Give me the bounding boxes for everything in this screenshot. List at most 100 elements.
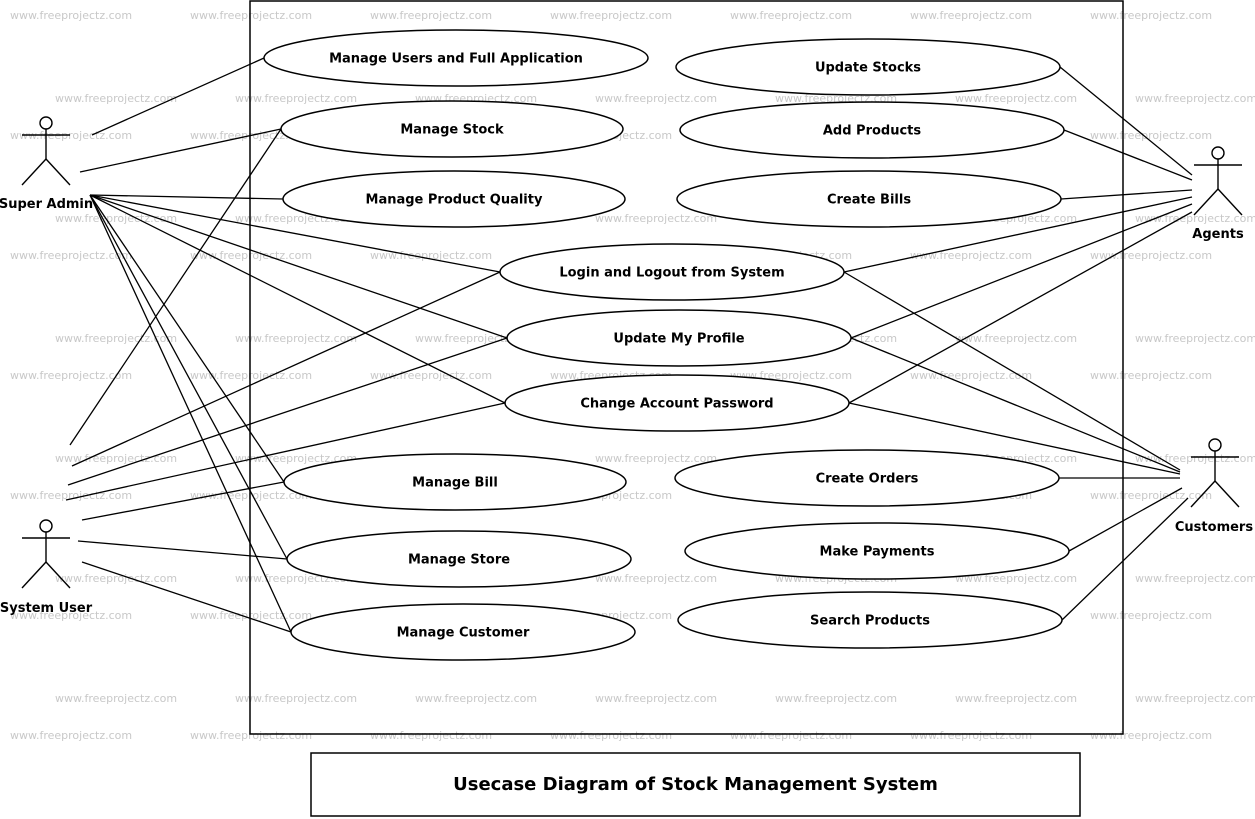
watermark-text: www.freeprojectz.com [235,332,357,345]
watermark-text: www.freeprojectz.com [550,9,672,22]
association-agents-update-stocks [1059,66,1193,176]
watermark-text: www.freeprojectz.com [595,692,717,705]
usecase-login-logout: Login and Logout from System [499,243,845,301]
association-system-user-manage-store [77,540,288,560]
watermark-text: www.freeprojectz.com [1135,692,1255,705]
usecase-ellipse [676,170,1062,228]
usecase-ellipse [283,453,627,511]
usecase-make-payments: Make Payments [684,522,1070,580]
usecase-label: Create Bills [827,193,911,208]
usecase-label: Create Orders [816,472,919,487]
actor-system-user: System User [0,519,93,616]
watermark-text: www.freeprojectz.com [190,249,312,262]
usecase-update-profile: Update My Profile [506,309,852,367]
usecase-create-bills: Create Bills [676,170,1062,228]
usecase-manage-store: Manage Store [286,530,632,588]
watermark-text: www.freeprojectz.com [370,249,492,262]
usecase-label: Add Products [823,124,922,139]
watermark-text: www.freeprojectz.com [1090,489,1212,502]
usecase-label: Manage Stock [400,123,504,138]
usecase-add-products: Add Products [679,101,1065,159]
usecase-manage-customer: Manage Customer [290,603,636,661]
usecase-ellipse [506,309,852,367]
actor-customers: Customers [1175,438,1253,535]
usecase-ellipse [675,38,1061,96]
usecase-ellipse [282,170,626,228]
usecase-ellipse [499,243,845,301]
association-super-admin-manage-bill [89,194,285,483]
usecase-label: Manage Users and Full Application [329,52,583,67]
association-customers-search-products [1061,497,1189,621]
watermark-text: www.freeprojectz.com [910,9,1032,22]
watermark-text: www.freeprojectz.com [595,92,717,105]
watermark-text: www.freeprojectz.com [190,489,312,502]
stick-figure-icon [21,519,71,589]
usecase-label: Search Products [810,614,930,629]
usecase-layer: Manage Users and Full ApplicationManage … [263,29,1070,661]
watermark-text: www.freeprojectz.com [370,369,492,382]
association-agents-change-password [848,211,1193,404]
actor-label: Super Admin [0,197,93,212]
association-super-admin-manage-users [91,57,265,136]
usecase-ellipse [290,603,636,661]
watermark-text: www.freeprojectz.com [10,729,132,742]
watermark-text: www.freeprojectz.com [910,249,1032,262]
association-agents-update-profile [850,203,1193,339]
usecase-label: Manage Bill [412,476,498,491]
association-super-admin-manage-stock [79,128,282,173]
usecase-label: Manage Store [408,553,510,568]
association-agents-add-products [1063,129,1193,181]
association-super-admin-manage-quality [89,194,284,200]
usecase-manage-stock: Manage Stock [280,100,624,158]
usecase-label: Change Account Password [580,397,773,412]
watermark-text: www.freeprojectz.com [10,369,132,382]
association-super-admin-update-profile [89,194,508,339]
association-system-user-change-password [65,402,506,501]
watermark-text: www.freeprojectz.com [190,729,312,742]
usecase-label: Manage Customer [397,626,530,641]
association-customers-change-password [848,402,1181,475]
usecase-label: Update My Profile [613,332,744,347]
association-customers-update-profile [850,337,1181,473]
usecase-ellipse [286,530,632,588]
association-system-user-login-logout [71,271,501,467]
usecase-ellipse [677,591,1063,649]
watermark-text: www.freeprojectz.com [595,572,717,585]
watermark-text: www.freeprojectz.com [370,9,492,22]
association-agents-create-bills [1060,189,1193,200]
actor-agents: Agents [1192,146,1244,242]
usecase-manage-users: Manage Users and Full Application [263,29,649,87]
watermark-text: www.freeprojectz.com [550,729,672,742]
usecase-ellipse [684,522,1070,580]
stick-figure-icon [21,116,71,186]
watermark-text: www.freeprojectz.com [190,9,312,22]
watermark-text: www.freeprojectz.com [955,692,1077,705]
watermark-text: www.freeprojectz.com [55,452,177,465]
watermark-text: www.freeprojectz.com [595,452,717,465]
association-super-admin-login-logout [89,194,501,273]
watermark-text: www.freeprojectz.com [10,129,132,142]
watermark-text: www.freeprojectz.com [190,609,312,622]
watermark-text: www.freeprojectz.com [955,92,1077,105]
association-lines [65,57,1193,633]
watermark-text: www.freeprojectz.com [10,9,132,22]
watermark-text: www.freeprojectz.com [55,572,177,585]
watermark-text: www.freeprojectz.com [55,212,177,225]
watermark-text: www.freeprojectz.com [370,729,492,742]
usecase-label: Update Stocks [815,61,921,76]
diagram-title-box: Usecase Diagram of Stock Management Syst… [310,752,1081,817]
watermark-text: www.freeprojectz.com [415,692,537,705]
association-super-admin-change-password [89,194,506,404]
watermark-text: www.freeprojectz.com [235,692,357,705]
watermark-text: www.freeprojectz.com [910,369,1032,382]
usecase-ellipse [280,100,624,158]
watermark-text: www.freeprojectz.com [730,729,852,742]
usecase-create-orders: Create Orders [674,449,1060,507]
watermark-text: www.freeprojectz.com [1090,129,1212,142]
watermark-text: www.freeprojectz.com [415,332,537,345]
usecase-label: Make Payments [820,545,935,560]
association-system-user-manage-customer [81,561,292,633]
stick-figure-icon [1193,146,1243,216]
watermark-text: www.freeprojectz.com [1135,332,1255,345]
